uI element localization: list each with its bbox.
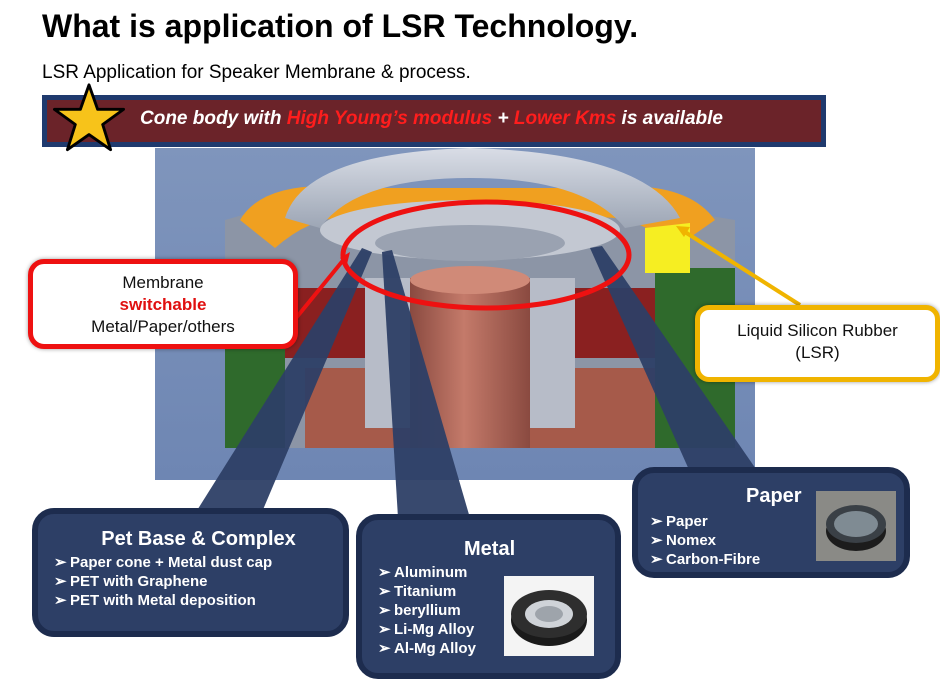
pet-heading: Pet Base & Complex bbox=[101, 528, 296, 550]
pet-item-label: Paper cone + Metal dust cap bbox=[70, 554, 273, 571]
bullet-arrow-icon: ➢ bbox=[650, 551, 663, 568]
metal-box: Metal ➢Aluminum ➢Titanium ➢beryllium ➢Li… bbox=[356, 514, 621, 679]
beam-paper bbox=[590, 246, 758, 472]
paper-item-label: Nomex bbox=[666, 532, 717, 549]
metal-item-label: Li-Mg Alloy bbox=[394, 621, 475, 638]
voice-coil bbox=[375, 225, 565, 261]
pet-item-label: PET with Metal deposition bbox=[70, 592, 256, 609]
banner-highlight-lower-kms: Lower Kms bbox=[513, 108, 617, 129]
banner-text-part1: Cone body with bbox=[140, 108, 287, 129]
metal-item-label: Al-Mg Alloy bbox=[394, 640, 476, 657]
membrane-line1: Membrane bbox=[122, 273, 204, 292]
list-item: ➢beryllium bbox=[378, 601, 615, 620]
list-item: ➢Paper cone + Metal dust cap bbox=[54, 553, 343, 572]
star-icon bbox=[53, 83, 125, 152]
paper-item-label: Carbon-Fibre bbox=[666, 551, 761, 568]
list-item: ➢PET with Graphene bbox=[54, 572, 343, 591]
paper-box: Paper ➢Paper ➢Nomex ➢Carbon-Fibre bbox=[632, 467, 910, 578]
lsr-arrow bbox=[683, 230, 802, 307]
list-item: ➢Titanium bbox=[378, 582, 615, 601]
paper-list: ➢Paper ➢Nomex ➢Carbon-Fibre bbox=[650, 512, 904, 569]
bullet-arrow-icon: ➢ bbox=[378, 602, 391, 619]
paper-item-label: Paper bbox=[666, 513, 708, 530]
beam-metal bbox=[382, 250, 470, 518]
page-subtitle: LSR Application for Speaker Membrane & p… bbox=[42, 62, 471, 83]
page-title: What is application of LSR Technology. bbox=[42, 8, 639, 44]
dome bbox=[285, 148, 680, 228]
list-item: ➢PET with Metal deposition bbox=[54, 591, 343, 610]
bullet-arrow-icon: ➢ bbox=[378, 621, 391, 638]
banner-text-part2: + bbox=[492, 108, 514, 129]
bullet-arrow-icon: ➢ bbox=[650, 513, 663, 530]
membrane-switchable: switchable bbox=[119, 295, 207, 314]
membrane-callout: Membrane switchable Metal/Paper/others bbox=[28, 259, 298, 349]
lsr-yellow bbox=[645, 223, 690, 273]
metal-item-label: beryllium bbox=[394, 602, 461, 619]
bullet-arrow-icon: ➢ bbox=[54, 592, 67, 609]
membrane-arrow bbox=[294, 256, 347, 320]
bullet-arrow-icon: ➢ bbox=[650, 532, 663, 549]
list-item: ➢Al-Mg Alloy bbox=[378, 639, 615, 658]
beam-pet bbox=[196, 248, 372, 512]
banner-inner bbox=[47, 100, 821, 142]
paper-heading: Paper bbox=[746, 485, 802, 507]
banner-highlight-youngs-modulus: High Young’s modulus bbox=[286, 108, 493, 129]
bullet-arrow-icon: ➢ bbox=[54, 554, 67, 571]
metal-item-label: Titanium bbox=[394, 583, 457, 600]
list-item: ➢Paper bbox=[650, 512, 904, 531]
list-item: ➢Nomex bbox=[650, 531, 904, 550]
metal-item-label: Aluminum bbox=[394, 564, 468, 581]
lsr-callout: Liquid Silicon Rubber (LSR) bbox=[695, 305, 940, 382]
membrane-line3: Metal/Paper/others bbox=[91, 317, 235, 336]
lsr-line1: Liquid Silicon Rubber bbox=[737, 321, 898, 340]
bullet-arrow-icon: ➢ bbox=[378, 564, 391, 581]
pet-base-box: Pet Base & Complex ➢Paper cone + Metal d… bbox=[32, 508, 349, 637]
highlight-ellipse bbox=[340, 199, 632, 311]
bullet-arrow-icon: ➢ bbox=[378, 583, 391, 600]
lsr-line2: (LSR) bbox=[795, 343, 840, 362]
membrane-arrow-head bbox=[340, 252, 350, 264]
metal-list: ➢Aluminum ➢Titanium ➢beryllium ➢Li-Mg Al… bbox=[378, 563, 615, 658]
bullet-arrow-icon: ➢ bbox=[54, 573, 67, 590]
lsr-arrow-head bbox=[676, 226, 690, 237]
list-item: ➢Carbon-Fibre bbox=[650, 550, 904, 569]
pet-list: ➢Paper cone + Metal dust cap ➢PET with G… bbox=[54, 553, 343, 610]
banner-text: Cone body with High Young’s modulus + Lo… bbox=[140, 108, 723, 130]
metal-membrane-photo bbox=[504, 576, 594, 656]
pet-item-label: PET with Graphene bbox=[70, 573, 208, 590]
metal-heading: Metal bbox=[464, 538, 516, 560]
pole-top bbox=[410, 266, 530, 294]
paper-membrane-photo bbox=[816, 491, 896, 561]
highlight-banner: Cone body with High Young’s modulus + Lo… bbox=[42, 95, 826, 147]
list-item: ➢Aluminum bbox=[378, 563, 615, 582]
list-item: ➢Li-Mg Alloy bbox=[378, 620, 615, 639]
bullet-arrow-icon: ➢ bbox=[378, 640, 391, 657]
banner-text-part3: is available bbox=[616, 108, 723, 129]
